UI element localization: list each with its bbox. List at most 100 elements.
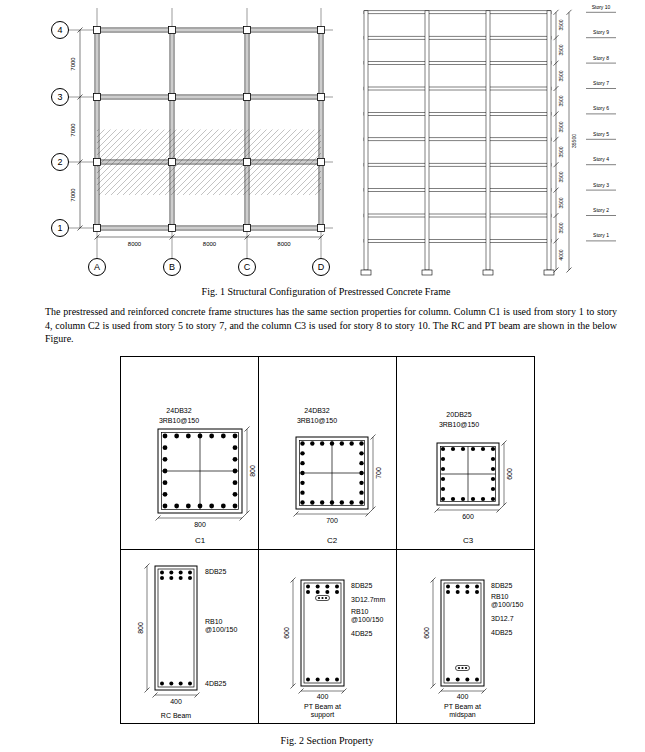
grid-bubble: 2	[51, 153, 69, 171]
rebar-dot	[198, 504, 203, 509]
rebar-label: 3D12.7	[491, 615, 514, 623]
section-panel: 8DB25RB10 @100/1504DB25800400RC Beam	[120, 549, 259, 724]
dimension-line	[301, 691, 344, 692]
rebar-dot	[456, 590, 460, 594]
rebar-dot	[491, 497, 495, 501]
rebar-dot	[441, 487, 445, 491]
dimension-tick	[554, 188, 559, 193]
column-square	[244, 94, 251, 101]
dimension-tick	[366, 512, 371, 517]
level-marker	[586, 164, 616, 165]
dimension: 3500	[559, 121, 565, 132]
column-outline	[437, 443, 499, 505]
rebar-dot	[174, 434, 179, 439]
dimension: 400	[317, 693, 329, 701]
dimension: 3500	[559, 70, 565, 81]
rebar-dot	[461, 497, 465, 501]
rebar-label: 4DB25	[205, 680, 226, 688]
section-name: PT Beam at midspan	[436, 703, 490, 719]
dimension-tick	[153, 693, 158, 698]
floor-beam	[364, 11, 551, 14]
dimension-tick	[240, 516, 245, 521]
dimension-tick	[554, 238, 559, 243]
rebar-dot	[306, 585, 310, 589]
dimension-tick	[78, 28, 83, 33]
dimension-tick	[554, 86, 559, 91]
level-marker	[586, 88, 616, 89]
section-panel: 24DB323RB10@150800800C1	[120, 356, 259, 550]
story-label: Story 3	[593, 183, 609, 189]
rebar-dot	[221, 504, 226, 509]
rebar-dot	[481, 447, 485, 451]
rebar-dot	[359, 500, 363, 504]
dimension: 600	[462, 513, 474, 521]
grid-line	[69, 30, 333, 31]
grid-line	[97, 8, 98, 258]
dimension-tick	[245, 511, 250, 516]
dimension-line	[80, 30, 81, 228]
dimension-tick	[431, 578, 436, 583]
rebar-dot	[233, 504, 238, 509]
rebar-dot	[451, 447, 455, 451]
rebar-dot	[300, 451, 304, 455]
stirrup	[304, 583, 341, 683]
dimension-tick	[554, 268, 559, 273]
grid-label: 2	[57, 157, 62, 167]
rebar-dot	[441, 457, 445, 461]
beam-line	[95, 30, 96, 228]
rebar-dot	[209, 504, 214, 509]
rebar-dot	[163, 445, 168, 450]
rebar-dot	[306, 678, 310, 682]
rebar-label: 8DB25	[205, 568, 226, 576]
floor-beam	[364, 62, 551, 65]
level-marker	[586, 37, 616, 38]
rebar-dot	[456, 585, 460, 589]
section-name: C2	[327, 536, 337, 545]
beam-line	[319, 30, 320, 228]
rebar-dot	[163, 469, 168, 474]
story-label: Story 10	[592, 5, 611, 11]
dimension: 800	[194, 521, 206, 529]
dimension-line	[158, 518, 242, 519]
rebar-dot	[325, 590, 329, 594]
beam-line	[323, 30, 324, 228]
rebar-dot	[300, 481, 304, 485]
story-label: Story 5	[593, 132, 609, 138]
dimension: 3500	[559, 96, 565, 107]
dimension-tick	[371, 507, 376, 512]
column-square	[94, 27, 101, 34]
tendon-duct	[456, 666, 470, 671]
tendon-strand	[325, 597, 327, 599]
dimension-line	[433, 580, 434, 686]
rebar-label: RB10 @100/150	[351, 608, 391, 624]
cross-tie	[162, 471, 239, 472]
beam-line	[97, 95, 321, 96]
rebar-dot	[441, 497, 445, 501]
rebar-dot	[320, 441, 324, 445]
rebar-dot	[300, 500, 304, 504]
rebar-dot	[491, 447, 495, 451]
rebar-label: 24DB32	[166, 407, 191, 415]
dimension-tick	[145, 688, 150, 693]
rebar-label: 4DB25	[351, 630, 372, 638]
rebar-label: 4DB25	[491, 629, 512, 637]
dimension: 3500	[559, 146, 565, 157]
tie-hoop	[300, 441, 365, 506]
rebar-dot	[335, 678, 339, 682]
footing	[544, 270, 554, 275]
story-label: Story 1	[593, 234, 609, 240]
dimension-tick	[482, 689, 487, 694]
rebar-label: 20DB25	[446, 411, 471, 419]
dimension: 3500	[559, 223, 565, 234]
grid-line	[69, 162, 333, 163]
rebar-dot	[300, 471, 304, 475]
level-marker	[586, 190, 616, 191]
rebar-dot	[233, 480, 238, 485]
floor-beam	[364, 214, 551, 217]
rebar-dot	[475, 678, 479, 682]
grid-label: 1	[57, 223, 62, 233]
dimension-line	[293, 580, 294, 686]
beam-line	[97, 99, 321, 100]
footing	[361, 270, 371, 275]
